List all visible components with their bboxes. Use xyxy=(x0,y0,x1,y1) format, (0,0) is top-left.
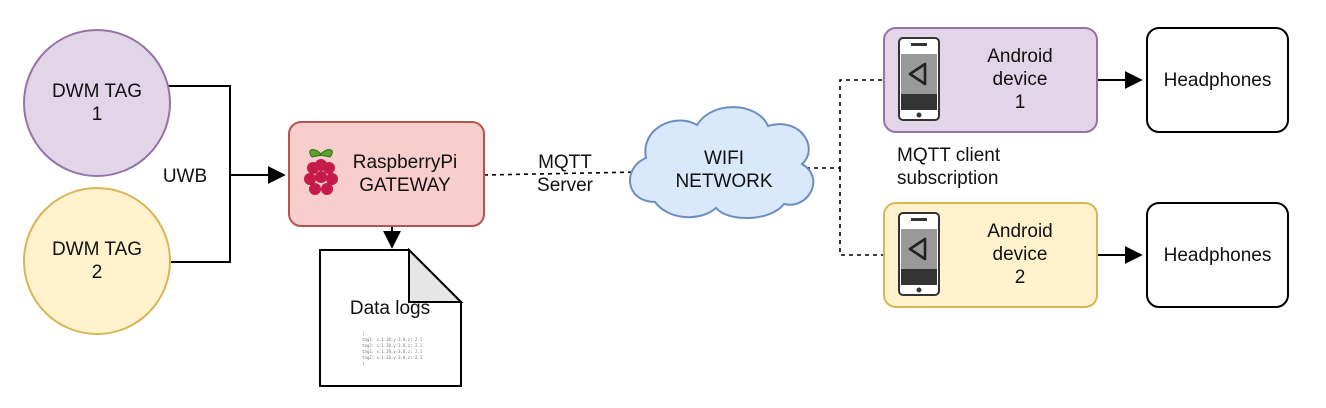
log-line: } xyxy=(362,361,365,366)
wifi-network-label: WIFI NETWORK xyxy=(675,148,773,192)
tag2-label: DWM TAG 2 xyxy=(51,239,143,283)
mqtt-server-label: MQTT Server xyxy=(537,152,593,196)
edge-tag2-to-gateway xyxy=(165,175,231,263)
tag1-label: DWM TAG 1 xyxy=(51,81,143,125)
datalogs-node xyxy=(319,247,464,387)
log-line: tag2: x:1.20,y:3.8,z: 2.1 xyxy=(362,355,423,360)
unity-phone-icon xyxy=(898,212,940,296)
mqtt-client-label: MQTT client subscription xyxy=(897,145,1001,189)
headphones2-label: Headphones xyxy=(1163,245,1272,266)
edge-cloud-to-device2 xyxy=(839,168,884,256)
edge-cloud-to-device1 xyxy=(790,79,884,169)
connectors xyxy=(165,71,1143,264)
log-line: tag1: x:1.20,y:3.8,z: 2.1 xyxy=(362,337,423,342)
headphones1-label: Headphones xyxy=(1163,70,1272,91)
gateway-label: RaspberryPi GATEWAY xyxy=(352,152,458,196)
headphones1-node xyxy=(1146,27,1289,133)
tag2-node xyxy=(23,187,171,335)
tag1-node xyxy=(23,29,171,177)
unity-phone-icon xyxy=(898,37,940,121)
uwb-label: UWB xyxy=(162,166,208,187)
device2-label: Android device 2 xyxy=(987,221,1053,288)
log-line: tag2: x:1.20,y:3.8,z: 2.1 xyxy=(362,343,423,348)
wifi-cloud-node xyxy=(629,106,815,219)
gateway-node xyxy=(288,121,485,227)
device1-label: Android device 1 xyxy=(987,46,1053,113)
datalogs-label: Data logs xyxy=(349,298,431,319)
headphones2-node xyxy=(1146,202,1289,308)
datalogs-content: { tag1: x:1.20,y:3.8,z: 2.1 tag2: x:1.20… xyxy=(362,331,442,367)
edge-tag1-to-gateway xyxy=(165,85,231,175)
log-line: tag1: x:1.20,y:3.8,z: 2.1 xyxy=(362,349,423,354)
log-line: { xyxy=(362,331,365,336)
edge-gateway-to-cloud xyxy=(483,171,641,176)
raspberry-pi-icon xyxy=(304,149,338,195)
